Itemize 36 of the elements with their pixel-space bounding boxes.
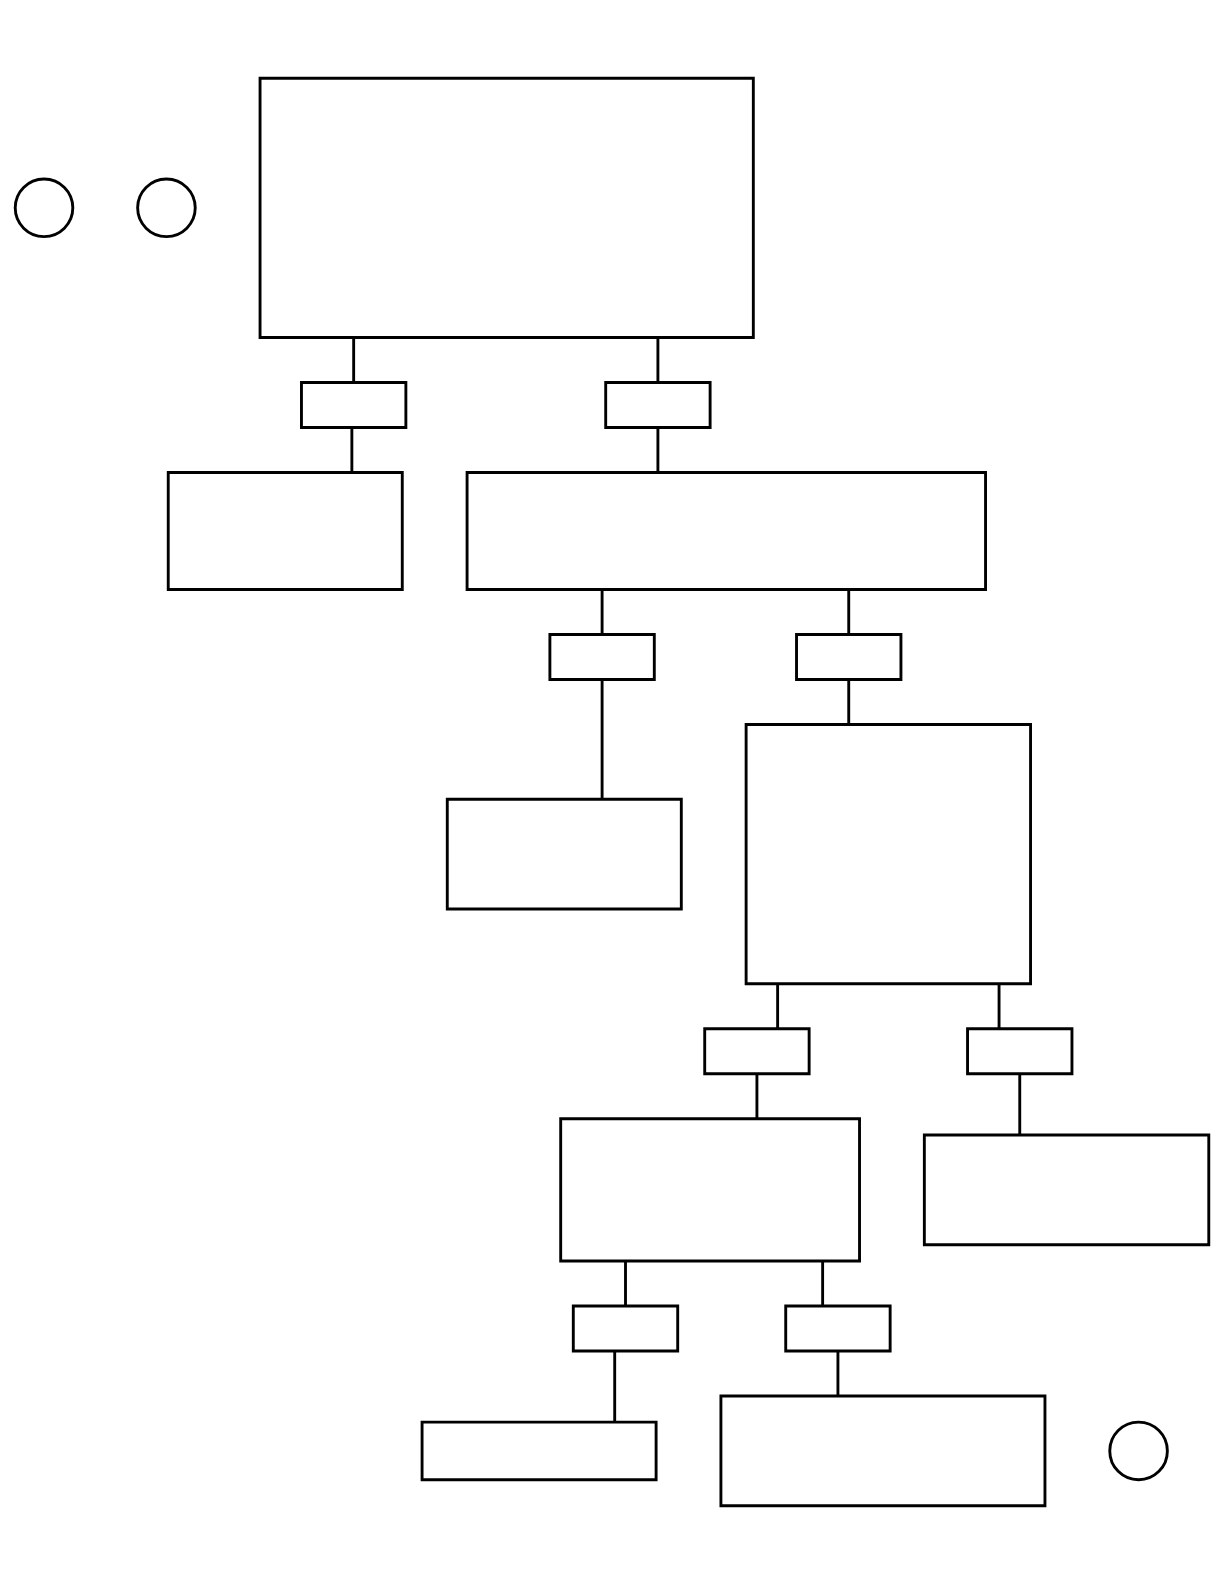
node-box (922, 1133, 1211, 1247)
connector (836, 1351, 840, 1396)
node-box (548, 633, 656, 681)
connector (600, 679, 604, 799)
connector (350, 427, 354, 473)
connector (613, 1351, 617, 1422)
node-box (258, 76, 755, 339)
node-box (744, 723, 1032, 986)
node-box (719, 1394, 1047, 1508)
connector (847, 589, 851, 635)
node-box (559, 1117, 861, 1263)
node-box (571, 1304, 680, 1353)
connector (847, 679, 851, 725)
connector (776, 983, 780, 1029)
connector (821, 1261, 825, 1306)
node-box (420, 1420, 658, 1482)
node-box (795, 633, 903, 681)
node-box (465, 471, 987, 591)
node-box (300, 381, 408, 429)
node-circle (136, 177, 197, 239)
node-box (966, 1027, 1074, 1076)
connector (600, 589, 604, 635)
connector (997, 983, 1001, 1029)
node-box (784, 1304, 892, 1353)
node-box (166, 471, 404, 591)
connector (755, 1074, 759, 1119)
connector (624, 1261, 627, 1306)
connector (656, 337, 660, 383)
node-box (604, 381, 712, 429)
connector (1018, 1074, 1022, 1135)
node-circle (1108, 1420, 1169, 1482)
connector (656, 427, 660, 473)
node-circle (13, 177, 75, 239)
node-box (703, 1027, 811, 1076)
node-box (445, 797, 683, 911)
connector (352, 337, 356, 383)
